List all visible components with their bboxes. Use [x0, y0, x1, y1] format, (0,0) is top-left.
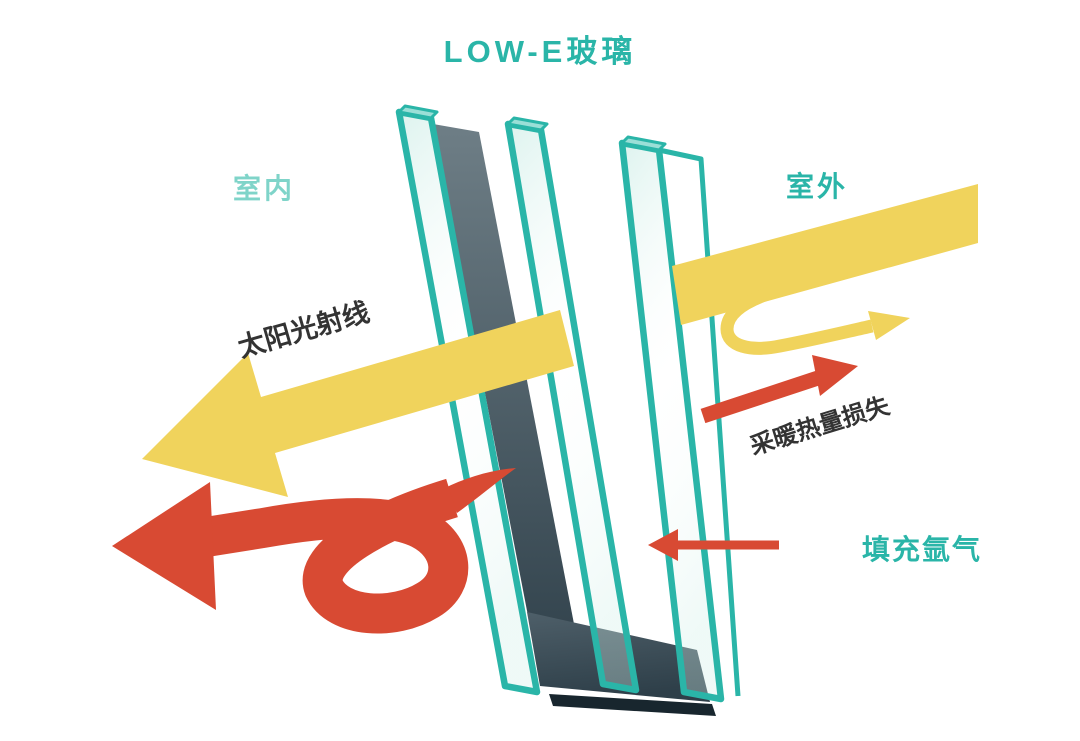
heat-reflected-arrowhead	[112, 482, 216, 610]
heat-loss-arrow	[700, 355, 858, 424]
argon-fill-arrow	[648, 529, 779, 561]
solar-incoming-arrow	[672, 184, 978, 325]
glass-pane-outer-top-face	[620, 135, 667, 152]
glass-pane-middle	[504, 116, 640, 694]
heat-reflected-tail	[443, 468, 516, 513]
argon-fill-arrowhead	[648, 529, 678, 561]
heat-reflected-ribbon-arrow	[112, 468, 516, 634]
indoor-label: 室内	[233, 173, 296, 204]
argon-fill-label: 填充氩气	[862, 534, 983, 565]
outdoor-label: 室外	[786, 171, 849, 202]
frame-spacer-band	[433, 124, 586, 686]
solar-transmitted-arrow	[142, 310, 574, 497]
glass-pane-middle-top-face	[506, 116, 549, 132]
glass-pane-outer-far-edge	[658, 147, 741, 697]
solar-reflected-hook-arrow	[720, 286, 910, 355]
glass-pane-inner-top-face	[397, 104, 439, 120]
frame-base-slab	[549, 694, 716, 716]
glass-pane-outer	[618, 135, 741, 703]
diagram-title: LOW-E玻璃	[443, 34, 637, 69]
solar-reflected-arrowhead	[868, 311, 910, 340]
heat-loss-arrowhead	[812, 355, 858, 396]
